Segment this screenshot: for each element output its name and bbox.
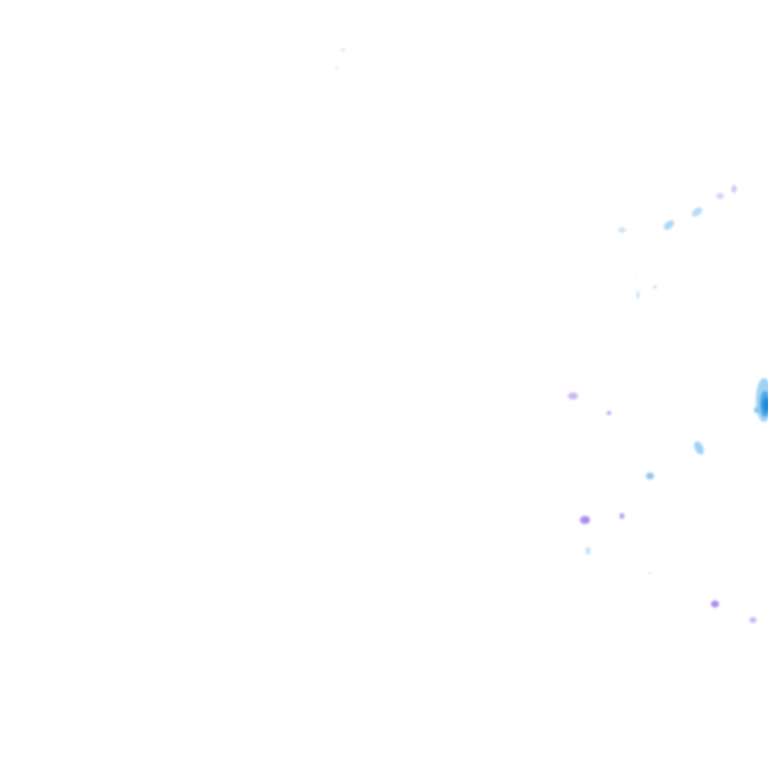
echo-blob: [731, 185, 737, 193]
echo-blob: [636, 291, 640, 299]
echo-blob: [646, 472, 654, 480]
echo-blob: [649, 572, 651, 574]
echo-blob: [585, 547, 591, 555]
echo-blob: [749, 617, 757, 623]
echo-blob: [341, 48, 345, 52]
echo-blob: [580, 516, 590, 524]
echo-blob: [663, 220, 675, 230]
echo-blob: [716, 193, 724, 199]
echo-blob: [711, 600, 719, 608]
echo-blob: [653, 285, 657, 289]
echo-blob: [694, 441, 704, 455]
echo-blob: [618, 227, 626, 233]
echo-cell-intense: [763, 398, 768, 412]
echo-blob: [335, 66, 339, 70]
echo-blob: [691, 207, 703, 217]
echo-blob: [636, 275, 638, 279]
echo-blob: [754, 407, 760, 413]
echo-blob: [606, 411, 612, 415]
echo-blob: [619, 513, 625, 519]
echo-blob: [568, 392, 578, 400]
